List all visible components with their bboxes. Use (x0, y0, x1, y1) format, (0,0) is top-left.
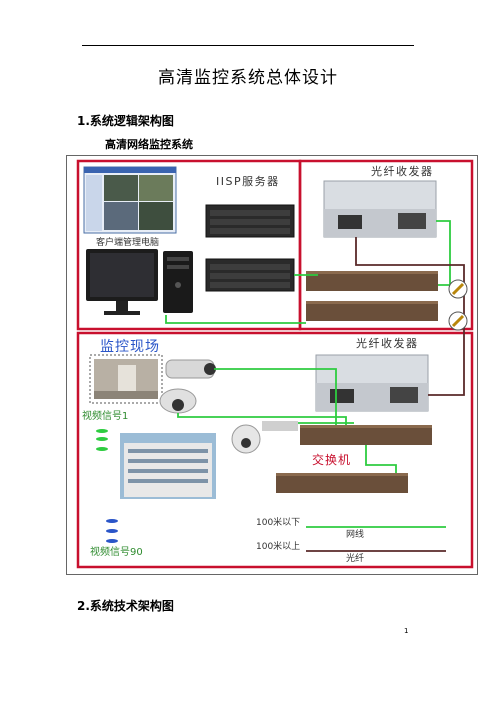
video-signal-1-label: 视频信号1 (82, 409, 128, 422)
ptz-camera (231, 421, 298, 454)
video-signal-90-label: 视频信号90 (90, 545, 143, 558)
monitor-site-region (76, 331, 474, 569)
client-pc-label: 客户端管理电脑 (96, 236, 159, 248)
legend-fiber: 光纤 (346, 552, 364, 564)
transceiver-region-top (298, 159, 474, 331)
building-photo (120, 433, 216, 499)
client-software-screenshot (83, 166, 177, 234)
diagram-caption: 高清网络监控系统 (105, 138, 193, 151)
system-architecture-diagram: 客户端管理电脑 IISP服务器 光纤收发器 (66, 155, 478, 575)
signal-dot (106, 519, 118, 523)
signal-dot (96, 429, 108, 433)
switch-bottom-1 (300, 425, 432, 445)
switch-top-1 (306, 271, 438, 291)
switch-top-2 (306, 301, 438, 321)
switch-bottom-2 (276, 473, 408, 493)
fiber-connector-2 (448, 311, 468, 331)
legend-network-cable: 网线 (346, 528, 364, 540)
site-room-photo (94, 359, 158, 399)
client-pc-icon (86, 249, 193, 315)
iisp-server-1 (205, 204, 295, 238)
document-title: 高清监控系统总体设计 (158, 68, 338, 88)
fiber-transceiver-bottom (315, 354, 429, 412)
fiber-connector-1 (448, 279, 468, 299)
monitor-site-label: 监控现场 (100, 339, 160, 355)
bullet-camera (165, 359, 216, 379)
section-2-heading: 2.系统技术架构图 (77, 599, 174, 613)
signal-dot (106, 539, 118, 543)
signal-dot (106, 529, 118, 533)
header-rule (82, 45, 414, 46)
page-number: 1 (404, 627, 409, 635)
section-1-heading: 1.系统逻辑架构图 (77, 114, 174, 128)
fiber-transceiver-top-label: 光纤收发器 (371, 164, 434, 178)
fiber-transceiver-bottom-label: 光纤收发器 (356, 336, 419, 350)
switch-label: 交换机 (312, 452, 351, 467)
signal-dot (96, 447, 108, 451)
signal-dot (96, 437, 108, 441)
iisp-server-2 (205, 258, 295, 292)
site-photo-frame (89, 354, 163, 404)
dome-camera (159, 388, 197, 414)
fiber-transceiver-top (323, 180, 437, 238)
fiber-cables (355, 237, 465, 396)
legend-over-100m: 100米以上 (256, 540, 300, 552)
iisp-server-label: IISP服务器 (216, 175, 280, 188)
network-cables (165, 220, 451, 473)
legend-under-100m: 100米以下 (256, 516, 300, 528)
